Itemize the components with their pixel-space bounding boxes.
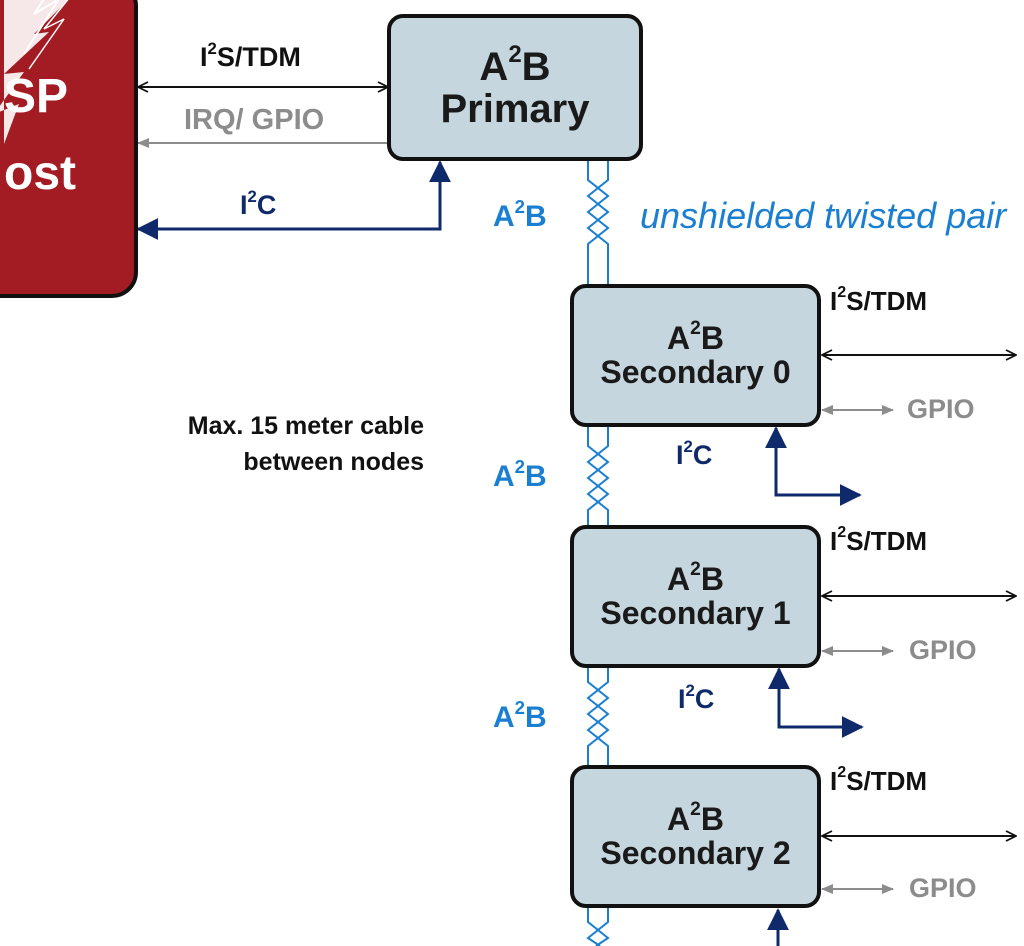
cable-type-label: unshielded twisted pair — [640, 195, 1007, 236]
host-irq-label: IRQ/ GPIO — [184, 104, 325, 136]
twisted-pair-cable — [586, 160, 610, 946]
cable-note-line1: Max. 15 meter cable — [187, 412, 424, 440]
sec0-i2c-label: I2C — [676, 436, 713, 470]
secondary-1-title: A2B — [667, 559, 724, 597]
a2b-secondary-node-0: A2B Secondary 0 — [570, 284, 821, 427]
host-title-line1: SP — [4, 70, 69, 123]
sec2-i2s-label: I2S/TDM — [830, 762, 928, 796]
sec0-i2s-label: I2S/TDM — [830, 282, 928, 316]
sec0-gpio-label: GPIO — [907, 394, 975, 424]
cable-segment-3 — [586, 907, 610, 946]
host-i2c-label: I2C — [240, 186, 277, 220]
sec1-gpio-label: GPIO — [909, 635, 977, 665]
a2b-primary-node: A2B Primary — [387, 14, 643, 161]
sec0-i2c-arrow — [765, 426, 862, 506]
a2b-secondary-node-2: A2B Secondary 2 — [570, 765, 821, 908]
cable-segment-2 — [586, 667, 610, 767]
secondary-0-title: A2B — [667, 318, 724, 356]
host-title: SP ost — [4, 59, 76, 213]
host-i2c-arrow — [136, 160, 451, 240]
bus-label-0: A2B — [493, 196, 547, 233]
cable-length-note: Max. 15 meter cable between nodes — [188, 408, 424, 481]
sec1-i2c-label: I2C — [678, 680, 715, 714]
bus-label-2: A2B — [493, 697, 547, 734]
host-title-line2: ost — [4, 146, 76, 200]
secondary-0-subtitle: Secondary 0 — [600, 353, 791, 390]
sec1-i2s-label: I2S/TDM — [830, 522, 928, 556]
sec2-gpio-label: GPIO — [909, 873, 977, 903]
cable-note-line2: between nodes — [243, 448, 424, 477]
a2b-secondary-node-1: A2B Secondary 1 — [570, 525, 821, 668]
secondary-2-subtitle: Secondary 2 — [600, 834, 791, 871]
secondary-2-title: A2B — [667, 799, 724, 837]
host-block: SP ost — [0, 0, 138, 298]
cable-segment-1 — [586, 426, 610, 526]
primary-subtitle: Primary — [440, 86, 590, 131]
primary-title: A2B — [479, 40, 551, 89]
bus-label-1: A2B — [493, 456, 547, 493]
sec1-i2c-arrow — [768, 667, 864, 738]
host-i2s-label: I2S/TDM — [200, 38, 301, 72]
secondary-1-subtitle: Secondary 1 — [600, 594, 791, 631]
cable-segment-0 — [586, 160, 610, 284]
host-brush-texture — [0, 0, 69, 144]
